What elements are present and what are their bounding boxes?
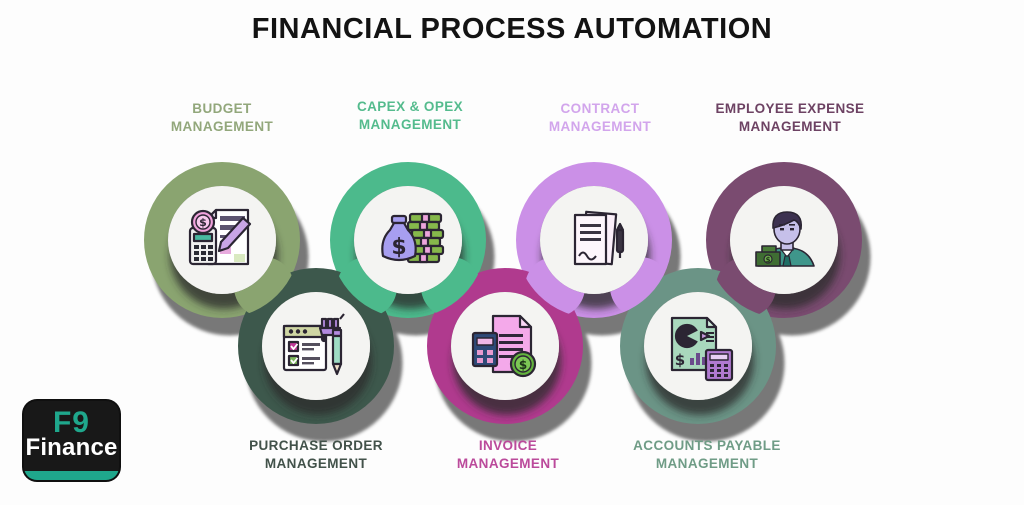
process-circle-contract: [516, 162, 672, 318]
label-purchase-order-management: PURCHASE ORDER MANAGEMENT: [249, 438, 383, 472]
label-employee-expense-management: EMPLOYEE EXPENSE MANAGEMENT: [715, 101, 865, 135]
process-circle-capex-opex: $: [330, 162, 486, 318]
label-invoice-management: INVOICE MANAGEMENT: [456, 438, 560, 472]
process-circle-employee-expense: $: [706, 162, 862, 318]
process-circle-purchase-order: [238, 268, 394, 424]
label-contract-management: CONTRACT MANAGEMENT: [548, 101, 652, 135]
employee-with-money-icon: $: [755, 211, 815, 267]
money-bag-cash-stack-icon: $: [381, 212, 445, 264]
label-capex-opex-management: CAPEX & OPEX MANAGEMENT: [356, 99, 464, 133]
logo-text-f9: F9: [52, 406, 90, 439]
contract-documents-pen-icon: [573, 210, 625, 266]
process-circle-budget: $: [144, 162, 300, 318]
invoice-calculator-coin-icon: $: [471, 314, 537, 378]
payable-report-calculator-icon: $: [670, 316, 734, 382]
f9-finance-logo: F9 Finance: [24, 401, 119, 480]
svg-text:$: $: [519, 358, 527, 372]
svg-text:$: $: [391, 235, 406, 260]
svg-text:$: $: [199, 216, 207, 229]
logo-accent-bar: [24, 471, 119, 480]
calculator-coin-document-icon: $: [188, 208, 252, 266]
process-circle-invoice: $: [427, 268, 583, 424]
process-circle-accounts-payable: $: [620, 268, 776, 424]
label-budget-management: BUDGET MANAGEMENT: [170, 101, 274, 135]
order-checklist-cart-pencil-icon: [282, 313, 345, 376]
infographic-title: FINANCIAL PROCESS AUTOMATION: [251, 13, 773, 45]
logo-text-finance: Finance: [25, 434, 118, 461]
label-accounts-payable-management: ACCOUNTS PAYABLE MANAGEMENT: [633, 438, 781, 472]
svg-text:$: $: [675, 351, 685, 369]
svg-text:$: $: [766, 256, 771, 264]
